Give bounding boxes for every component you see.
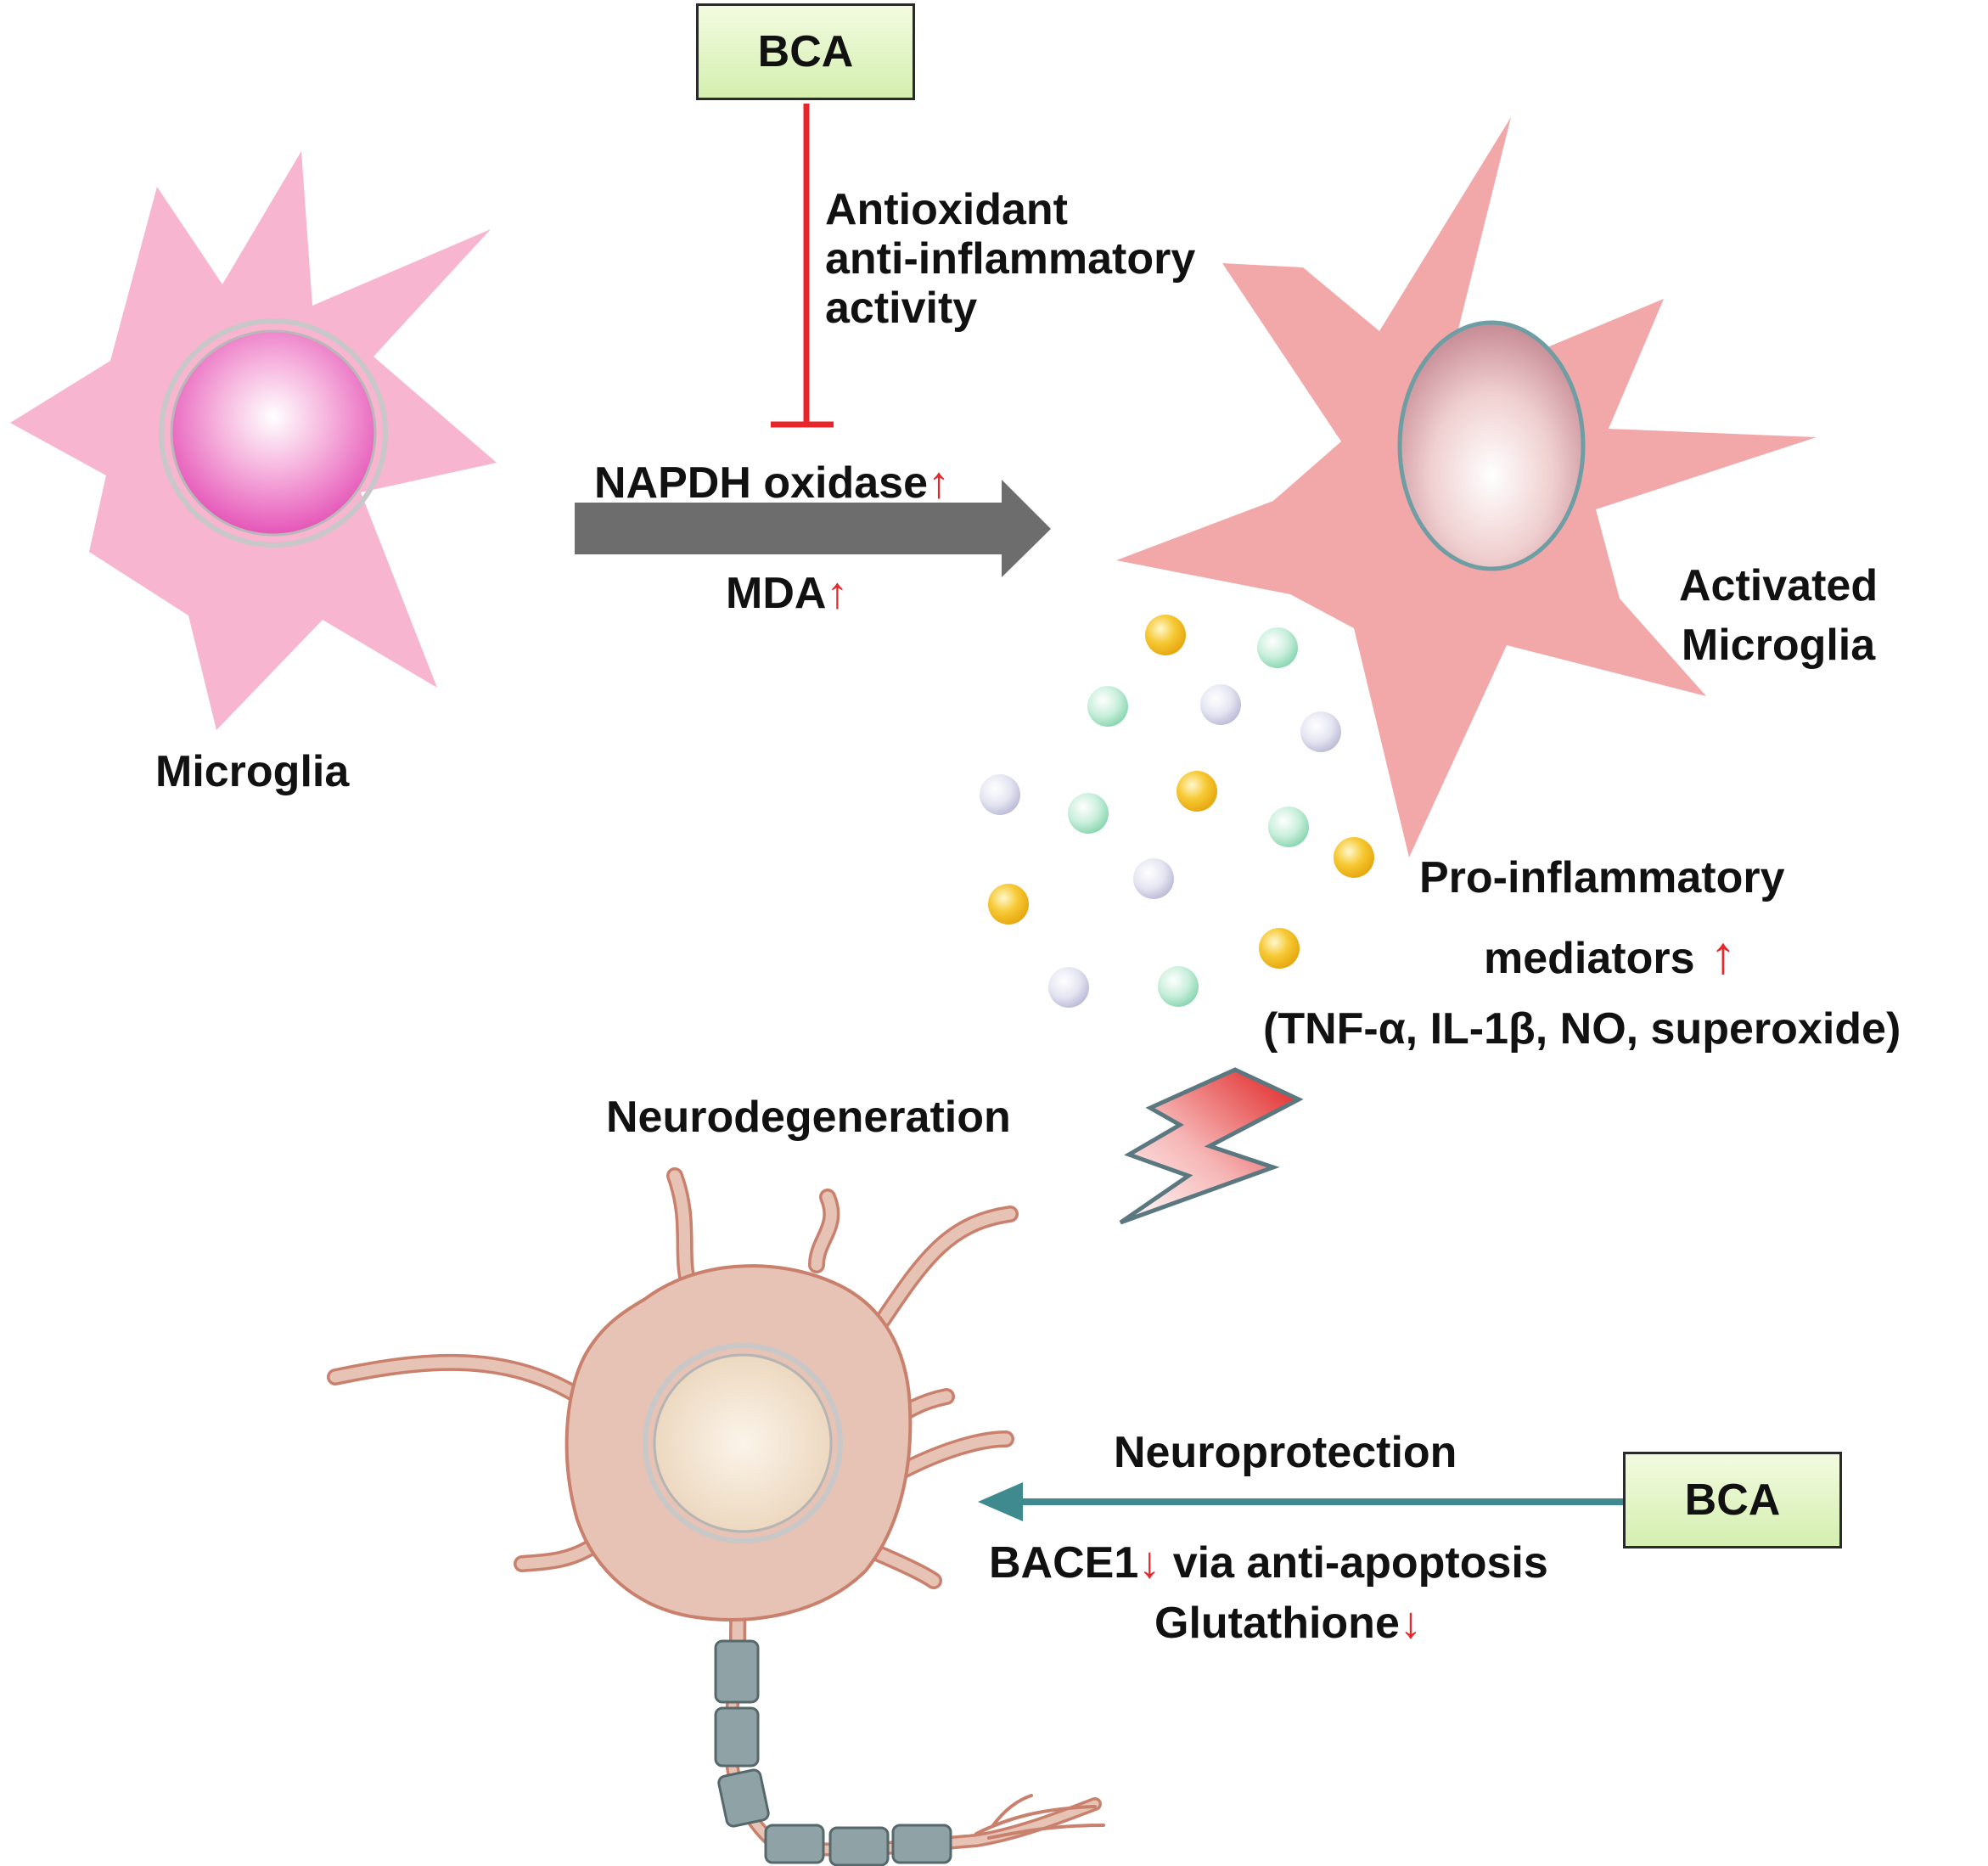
- bca-box-top: BCA: [696, 3, 915, 100]
- particle-lavender: [1300, 711, 1341, 752]
- mediators-list-label: (TNF-α, IL-1β, NO, superoxide): [1263, 1004, 1901, 1055]
- mediators-list-text: (TNF-α, IL-1β, NO, superoxide): [1263, 1004, 1901, 1054]
- bace1-text: BACE1: [989, 1538, 1139, 1588]
- microglia-text: Microglia: [155, 747, 350, 796]
- neuroprotection-text: Neuroprotection: [1114, 1428, 1457, 1477]
- particle-yellow: [1259, 928, 1300, 969]
- up-arrow-icon: ↑: [1710, 926, 1737, 985]
- myelin-sheath: [714, 1639, 952, 1866]
- inhibition-label: Antioxidant anti-inflammatory activity: [825, 185, 1195, 333]
- particle-lavender: [1200, 684, 1241, 725]
- inhibition-label-line-1: Antioxidant: [825, 185, 1068, 234]
- particle-yellow: [1334, 837, 1374, 878]
- neurodegeneration-text: Neurodegeneration: [606, 1093, 1011, 1142]
- particle-green: [1257, 627, 1298, 668]
- neuron-axon: [723, 1657, 1105, 1857]
- pro-inflammatory-text: Pro-inflammatory: [1419, 853, 1785, 902]
- up-arrow-icon: ↑: [826, 569, 849, 618]
- mda-label: MDA↑: [726, 569, 848, 620]
- activation-arrow: [575, 480, 1051, 577]
- particle-green: [1087, 686, 1128, 727]
- particle-yellow: [1177, 771, 1217, 812]
- particle-lavender: [1048, 967, 1089, 1008]
- napdh-oxidase-label: NAPDH oxidase↑: [594, 458, 950, 509]
- activated-line-2: Microglia: [1681, 621, 1876, 670]
- neurodegeneration-label: Neurodegeneration: [606, 1093, 1011, 1144]
- glutathione-label: Glutathione↓: [1154, 1599, 1422, 1650]
- inhibition-line: [771, 104, 834, 428]
- activated-microglia-nucleus: [1397, 320, 1586, 571]
- neuron-nucleus-ring: [643, 1343, 843, 1543]
- particle-green: [1158, 966, 1199, 1007]
- mediators-text: mediators: [1484, 934, 1695, 983]
- neuron-cell: [327, 1167, 1105, 1866]
- mda-text: MDA: [726, 569, 827, 618]
- down-arrow-icon: ↓: [1138, 1538, 1161, 1588]
- inhibition-label-line-2: anti-inflammatory: [825, 234, 1196, 284]
- glutathione-text: Glutathione: [1154, 1599, 1400, 1648]
- inhibition-label-line-3: activity: [825, 284, 978, 333]
- down-arrow-icon: ↓: [1399, 1599, 1422, 1648]
- particle-lavender: [1133, 858, 1174, 899]
- neuroprotection-arrow: [978, 1482, 1626, 1521]
- lightning-bolt-icon: [1119, 1067, 1304, 1225]
- microglia-nucleus-ring: [159, 318, 388, 548]
- bca-box-bottom: BCA: [1623, 1452, 1842, 1548]
- mediators-label: mediators ↑: [1484, 925, 1737, 986]
- bca-label-bottom: BCA: [1684, 1475, 1781, 1525]
- neuroprotection-label: Neuroprotection: [1114, 1428, 1457, 1479]
- particle-green: [1068, 793, 1109, 834]
- neuron-nucleus: [653, 1353, 833, 1533]
- pro-inflammatory-label: Pro-inflammatory: [1419, 853, 1785, 904]
- particle-green: [1268, 807, 1309, 847]
- microglia-cell: [10, 151, 497, 730]
- particle-yellow: [988, 884, 1029, 925]
- activated-microglia-label: Activated Microglia: [1679, 556, 1878, 675]
- microglia-label: Microglia: [155, 747, 349, 798]
- particle-lavender: [980, 774, 1020, 815]
- microglia-nucleus: [170, 329, 377, 537]
- pro-inflammatory-particles: [980, 615, 1374, 1008]
- activated-microglia-cell: [1116, 117, 1817, 857]
- napdh-oxidase-text: NAPDH oxidase: [594, 458, 928, 508]
- bca-label-top: BCA: [757, 27, 854, 76]
- particle-yellow: [1145, 615, 1186, 655]
- activated-line-1: Activated: [1679, 561, 1878, 610]
- up-arrow-icon: ↑: [928, 458, 950, 508]
- bace1-label: BACE1↓ via anti-apoptosis: [989, 1538, 1548, 1589]
- bace1-suffix: via anti-apoptosis: [1160, 1538, 1548, 1588]
